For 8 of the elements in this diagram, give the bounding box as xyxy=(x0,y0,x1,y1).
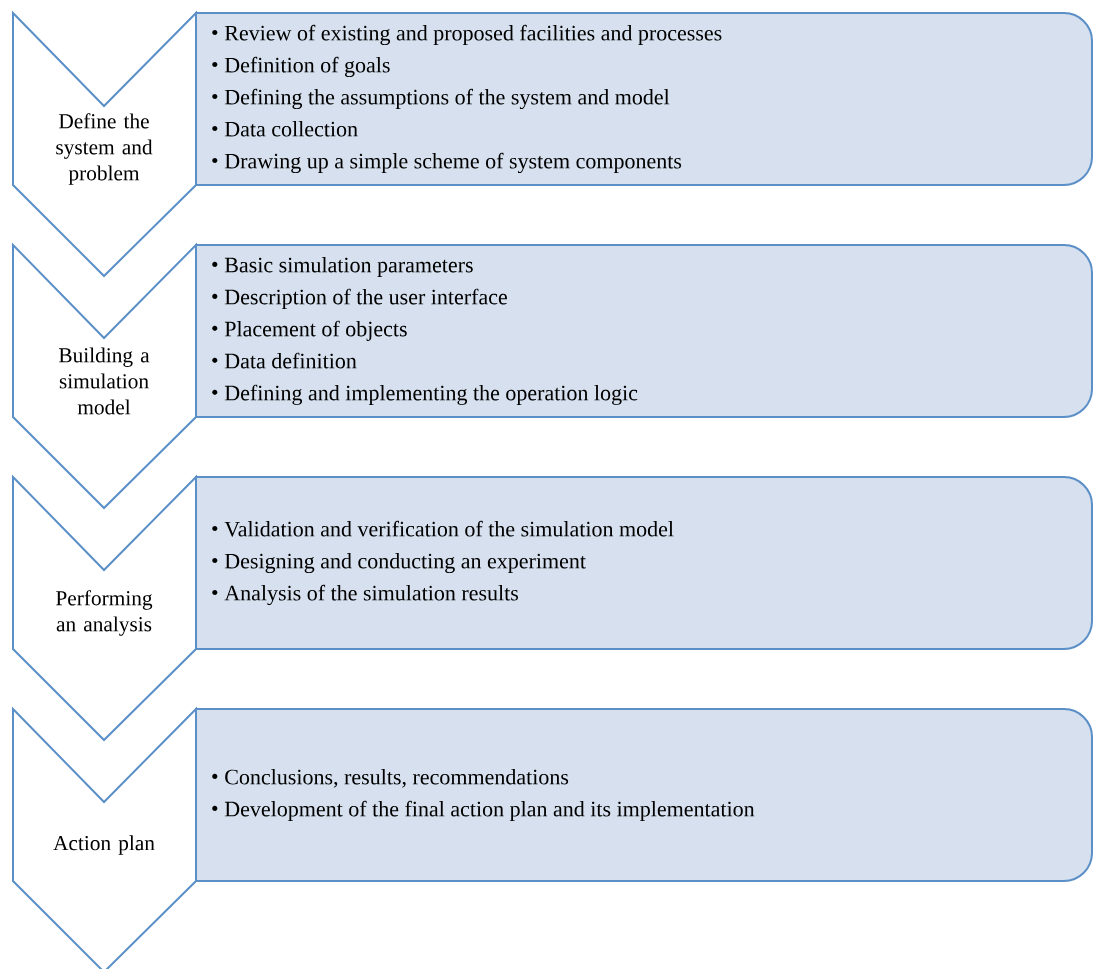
bullet-list-box: Validation and verification of the simulation model Designing and conducting an experiment Analysis of the simulation results xyxy=(195,476,1093,650)
bullet-list-box: Review of existing and proposed facilities and processes Definition of goals Defining the assumptions of the system and model Data collection Drawing up a simple scheme of system components xyxy=(195,12,1093,186)
bullet-list-box: Conclusions, results, recommendations Development of the final action plan and its implementation xyxy=(195,708,1093,882)
chevron-step: Define the system and problem xyxy=(12,10,197,278)
chevron-step: Performing an analysis xyxy=(12,474,197,742)
chevron-step: Action plan xyxy=(12,706,197,969)
chevron-step: Building a simulation model xyxy=(12,242,197,510)
bullet-list-box: Basic simulation parameters Description of the user interface Placement of objects Data definition Defining and implementing the operation logic xyxy=(195,244,1093,418)
